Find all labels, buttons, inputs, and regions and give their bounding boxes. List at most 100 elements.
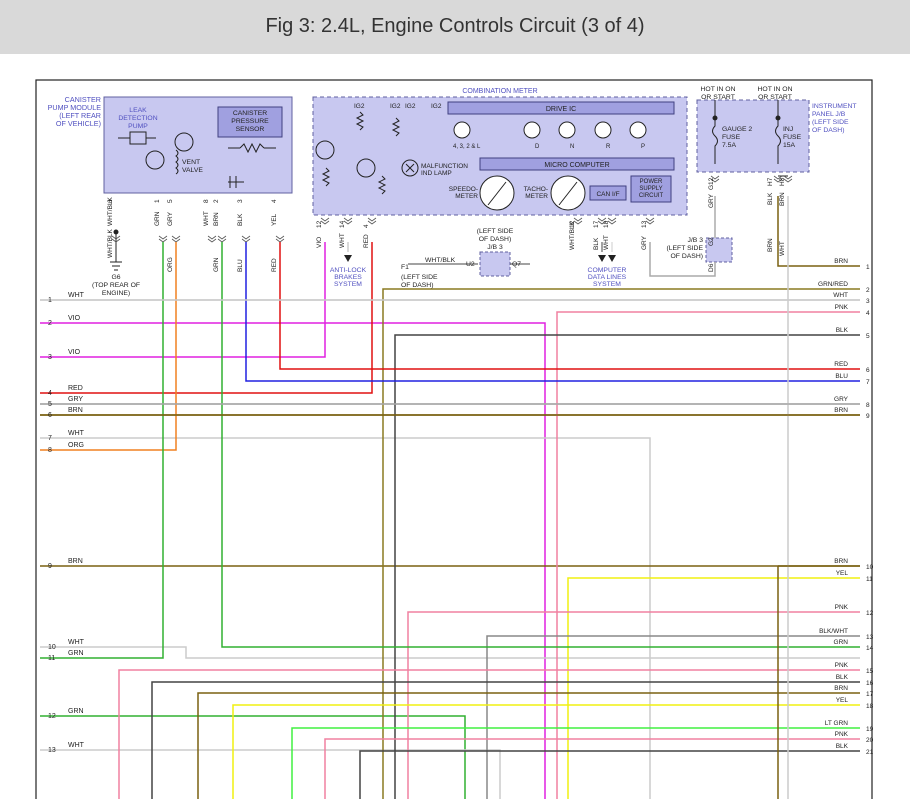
drive-ic-label: DRIVE IC bbox=[546, 106, 576, 113]
wire-right-21 bbox=[359, 750, 860, 799]
row-wire-label-right: RED bbox=[834, 361, 848, 368]
row-wire-label-right: BRN bbox=[834, 258, 848, 265]
abs-system-label: ANTI-LOCK BRAKES SYSTEM bbox=[330, 267, 367, 288]
wire-row-4 bbox=[40, 242, 373, 394]
row-wire-label-right: PNK bbox=[835, 604, 849, 611]
canister-module-title: CANISTER PUMP MODULE (LEFT REAR OF VEHIC… bbox=[48, 95, 102, 128]
gauge-fuse-line: FUSE bbox=[722, 134, 741, 141]
wire-right-16 bbox=[151, 681, 860, 799]
power-label-line: SUPPLY bbox=[639, 186, 662, 192]
wire-right-6 bbox=[279, 242, 860, 370]
row-wire-label-right: BLK bbox=[836, 327, 849, 334]
wire-row-8 bbox=[40, 242, 177, 451]
pin-d6: D6 bbox=[708, 263, 715, 272]
row-number-left: 5 bbox=[48, 401, 52, 408]
wire-row-2 bbox=[40, 322, 546, 799]
sensor-label: CANISTER PRESSURE SENSOR bbox=[231, 110, 269, 133]
can-if-box bbox=[589, 185, 627, 201]
canister-pin-number: 6 bbox=[107, 199, 114, 203]
vent-label-line: VENT bbox=[182, 159, 200, 166]
jb3-right-label: J/B 3 (LEFT SIDE OF DASH) bbox=[666, 237, 703, 260]
canister-pin-number: 8 bbox=[203, 199, 210, 203]
row-wire-label-left: WHT bbox=[68, 430, 85, 437]
row-wire-label-right: BLU bbox=[835, 373, 848, 380]
wire-gry-loop bbox=[649, 242, 716, 277]
cdl-line: DATA LINES bbox=[588, 274, 627, 281]
ground-line: ENGINE) bbox=[102, 290, 130, 297]
speedo-line: METER bbox=[455, 193, 478, 200]
connector-chevron bbox=[275, 235, 285, 243]
ground-line: (TOP REAR OF bbox=[92, 282, 140, 289]
canister-pin-wire: GRN bbox=[154, 211, 161, 226]
canister-pressure-sensor-box bbox=[217, 106, 283, 138]
row-number-right: 9 bbox=[866, 413, 870, 420]
row-number-left: 10 bbox=[48, 644, 56, 651]
canister-title-line: CANISTER bbox=[65, 95, 101, 104]
wire-right-13 bbox=[486, 635, 860, 799]
canister-pin-number: 2 bbox=[213, 199, 220, 203]
row-number-left: 6 bbox=[48, 412, 52, 419]
panel-line: OF DASH) bbox=[812, 127, 844, 134]
transistor-icon bbox=[145, 132, 376, 178]
sensor-label-line: SENSOR bbox=[236, 126, 265, 133]
ig2-labels: IG2 IG2 IG2 IG2 bbox=[354, 103, 442, 110]
wire-brn: BRN bbox=[779, 192, 786, 206]
wire-right-11 bbox=[567, 577, 860, 799]
ground-label: G6 (TOP REAR OF ENGINE) bbox=[92, 274, 140, 297]
row-wire-label-right: BRN bbox=[834, 685, 848, 692]
gauge-fuse-line: 7.5A bbox=[722, 142, 736, 149]
canister-pin-wire: WHT bbox=[203, 211, 210, 226]
row-number-left: 9 bbox=[48, 563, 52, 570]
row-wire-label-right: PNK bbox=[835, 662, 849, 669]
ground-wire-label: WHT/BLK bbox=[107, 228, 114, 258]
connector-chevron bbox=[597, 217, 607, 225]
jb3-note-line: OF DASH) bbox=[401, 282, 433, 289]
jb3-left-wire-label: WHT/BLK bbox=[425, 257, 456, 264]
abs-line: SYSTEM bbox=[334, 281, 362, 288]
row-labels: 1WHT2VIO3VIO4RED5GRY6BRN7WHT8ORG9BRN10WH… bbox=[48, 258, 874, 756]
meter-pin-wire: WHT bbox=[603, 235, 610, 250]
malfunction-line: MALFUNCTION bbox=[421, 163, 468, 170]
jb3-pin-q7: Q7 bbox=[512, 261, 521, 268]
wire-row-7 bbox=[40, 437, 651, 799]
figure-title: Fig 3: 2.4L, Engine Controls Circuit (3 … bbox=[265, 15, 645, 37]
row-number-right: 19 bbox=[866, 726, 874, 733]
row-wire-label-left: GRY bbox=[68, 396, 83, 403]
jb3-left-line: (LEFT SIDE bbox=[477, 228, 514, 235]
wire-right-20 bbox=[324, 738, 860, 799]
sensor-resistor-icon bbox=[228, 142, 276, 188]
wire-right-12 bbox=[407, 611, 860, 799]
wire-right-1 bbox=[777, 196, 860, 267]
gear-label: R bbox=[606, 144, 611, 150]
gear-labels: 4, 3, 2 & L D N R P bbox=[453, 144, 645, 150]
row-number-left: 2 bbox=[48, 320, 52, 327]
abs-line: BRAKES bbox=[334, 274, 362, 281]
combination-meter-title: COMBINATION METER bbox=[462, 88, 537, 95]
wire-blk: BLK bbox=[767, 192, 774, 205]
ig2-label: IG2 bbox=[354, 103, 365, 110]
malfunction-line: IND LAMP bbox=[421, 170, 452, 177]
row-number-left: 4 bbox=[48, 390, 52, 397]
gear-label: 4, 3, 2 & L bbox=[453, 144, 481, 150]
meter-pin-number: 13 bbox=[641, 220, 648, 228]
canister-wire-color: RED bbox=[271, 258, 278, 272]
canister-pin-number: 1 bbox=[154, 199, 161, 203]
inj-fuse-line: FUSE bbox=[783, 134, 802, 141]
row-wire-label-right: BLK bbox=[836, 674, 849, 681]
leak-pump-motor-icon bbox=[118, 131, 156, 145]
pin-h7: H7 bbox=[767, 177, 774, 186]
row-number-left: 12 bbox=[48, 713, 56, 720]
figure-header: Fig 3: 2.4L, Engine Controls Circuit (3 … bbox=[0, 0, 910, 54]
row-number-right: 7 bbox=[866, 379, 870, 386]
canister-title-line: OF VEHICLE) bbox=[56, 119, 101, 128]
row-wire-label-right: WHT bbox=[833, 292, 848, 299]
wire-right-7 bbox=[245, 242, 860, 382]
row-number-left: 8 bbox=[48, 447, 52, 454]
wire-brn2: BRN bbox=[767, 238, 774, 252]
speedo-line: SPEEDO- bbox=[449, 186, 478, 193]
vent-valve-coil-icon bbox=[175, 149, 179, 175]
row-number-left: 3 bbox=[48, 354, 52, 361]
panel-line: (LEFT SIDE bbox=[812, 119, 849, 126]
